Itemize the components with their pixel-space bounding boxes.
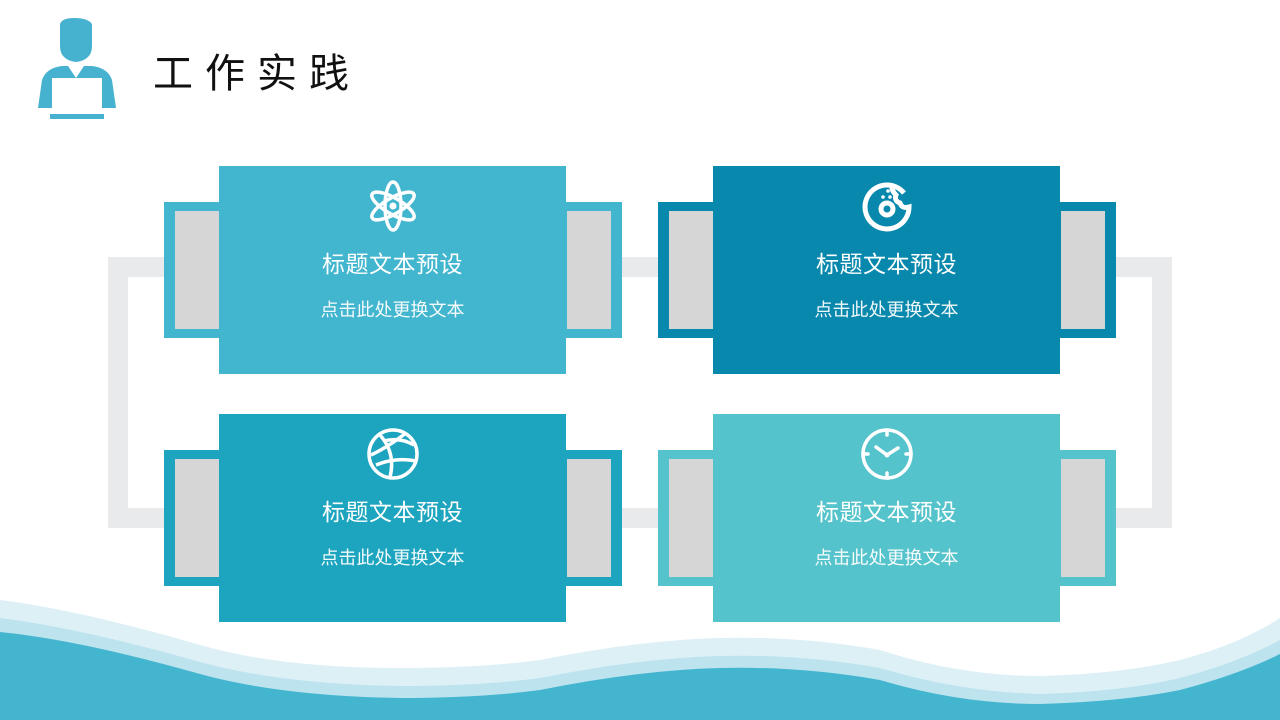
grey-panel — [1061, 211, 1105, 329]
card-text[interactable]: 点击此处更换文本 — [814, 300, 959, 321]
wave-decoration — [0, 600, 1280, 720]
card-body[interactable]: 标题文本预设 点击此处更换文本 — [713, 166, 1060, 374]
grey-panel — [175, 211, 219, 329]
card-right-tab — [1058, 450, 1116, 586]
card-left-tab — [658, 202, 716, 338]
page-title: 工作实践 — [153, 51, 361, 97]
card-right-tab — [1058, 202, 1116, 338]
card-4[interactable]: 标题文本预设 点击此处更换文本 — [658, 414, 1116, 622]
card-right-tab — [564, 450, 622, 586]
clock-icon — [860, 428, 913, 480]
grey-panel — [669, 211, 713, 329]
card-body[interactable]: 标题文本预设 点击此处更换文本 — [713, 414, 1060, 622]
card-title: 标题文本预设 — [322, 252, 463, 278]
atom-icon — [369, 180, 416, 232]
grey-panel — [567, 211, 611, 329]
card-right-tab — [564, 202, 622, 338]
card-left-tab — [164, 450, 222, 586]
person-laptop-icon — [38, 18, 116, 119]
card-title: 标题文本预设 — [816, 252, 957, 278]
card-2[interactable]: 标题文本预设 点击此处更换文本 — [658, 166, 1116, 374]
grey-panel — [175, 459, 219, 577]
card-text[interactable]: 点击此处更换文本 — [320, 300, 465, 321]
card-1[interactable]: 标题文本预设 点击此处更换文本 — [164, 166, 622, 374]
card-body[interactable]: 标题文本预设 点击此处更换文本 — [219, 414, 566, 622]
card-title: 标题文本预设 — [322, 500, 463, 526]
card-3[interactable]: 标题文本预设 点击此处更换文本 — [164, 414, 622, 622]
card-title: 标题文本预设 — [816, 500, 957, 526]
card-text[interactable]: 点击此处更换文本 — [814, 548, 959, 569]
card-text[interactable]: 点击此处更换文本 — [320, 548, 465, 569]
card-left-tab — [164, 202, 222, 338]
grey-panel — [669, 459, 713, 577]
grey-panel — [1061, 459, 1105, 577]
basketball-icon — [366, 428, 419, 480]
card-left-tab — [658, 450, 716, 586]
cookie-icon — [862, 182, 912, 232]
grey-panel — [567, 459, 611, 577]
card-body[interactable]: 标题文本预设 点击此处更换文本 — [219, 166, 566, 374]
